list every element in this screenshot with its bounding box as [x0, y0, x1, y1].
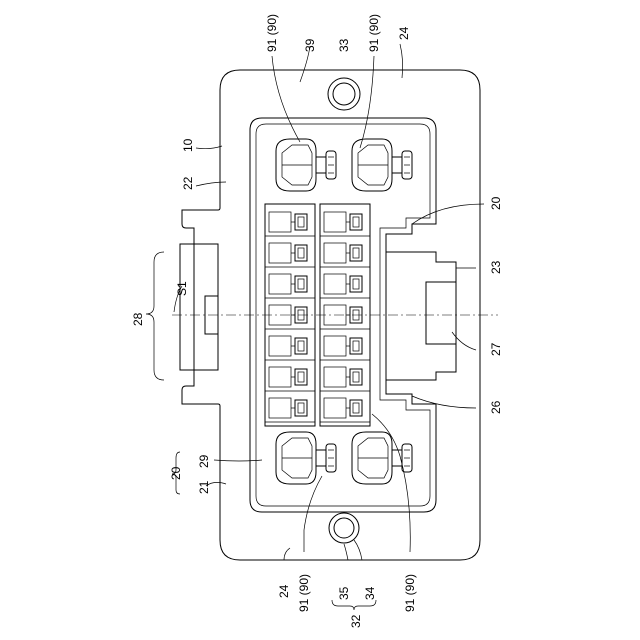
small-terminal [265, 398, 315, 422]
terminal-grid [265, 212, 370, 422]
small-terminal [320, 305, 370, 329]
label-21: 21 [197, 480, 211, 494]
small-terminal [320, 243, 370, 267]
label-20-left: 20 [169, 466, 183, 480]
label-26: 26 [489, 400, 503, 414]
small-terminal [320, 367, 370, 391]
small-terminal [265, 305, 315, 329]
label-28: 28 [131, 312, 145, 326]
small-terminal [265, 243, 315, 267]
label-91-top-left: 91 (90) [265, 14, 279, 52]
small-terminal [320, 212, 370, 236]
label-91-top-right: 91 (90) [367, 14, 381, 52]
label-35: 35 [337, 586, 351, 600]
label-32: 32 [349, 614, 363, 628]
label-s1: S1 [175, 281, 189, 296]
label-22: 22 [181, 176, 195, 190]
label-20-right: 20 [489, 196, 503, 210]
label-91-bottom-right: 91 (90) [403, 574, 417, 612]
lock-projection [194, 244, 218, 370]
brace-28 [146, 252, 164, 380]
label-91-bottom-left: 91 (90) [297, 574, 311, 612]
large-terminal [352, 139, 412, 191]
small-terminal [265, 212, 315, 236]
label-24-bottom: 24 [277, 584, 291, 598]
label-10: 10 [181, 138, 195, 152]
large-terminal [352, 432, 412, 484]
small-terminal [320, 274, 370, 298]
label-23: 23 [489, 260, 503, 274]
small-terminal [320, 336, 370, 360]
label-24-top: 24 [397, 26, 411, 40]
bolt-hole-33 [328, 78, 360, 110]
brace-32 [332, 600, 376, 610]
label-34: 34 [363, 586, 377, 600]
small-terminal [265, 274, 315, 298]
label-29: 29 [197, 454, 211, 468]
label-27: 27 [489, 342, 503, 356]
small-terminal [265, 336, 315, 360]
small-terminal [320, 398, 370, 422]
rib-23 [386, 234, 456, 380]
small-terminal [265, 367, 315, 391]
bolt-hole-32 [329, 513, 359, 543]
label-39: 39 [303, 38, 317, 52]
recess-27 [426, 282, 456, 344]
large-terminal [276, 139, 336, 191]
large-terminal [276, 432, 336, 484]
label-33: 33 [337, 38, 351, 52]
